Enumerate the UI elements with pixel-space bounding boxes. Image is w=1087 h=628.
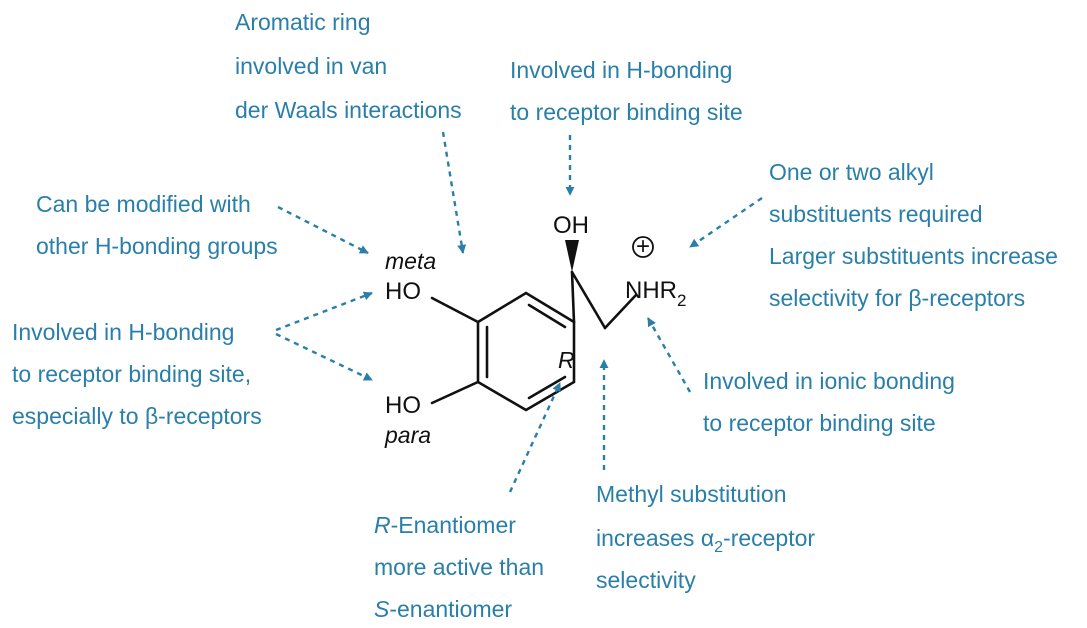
- bond-ch2-n: [603, 293, 638, 330]
- meta-label: meta: [385, 248, 436, 274]
- arrow-ionic: [646, 317, 692, 393]
- bond-ring-ho-meta: [430, 296, 480, 324]
- methyl-substitution-note: Methyl substitution increases α2-recepto…: [596, 481, 821, 593]
- arrow-ho-para: [275, 332, 373, 382]
- bond-ring-cho: [570, 270, 576, 324]
- nhr2-label: NHR2: [625, 277, 686, 310]
- oh-label: OH: [553, 212, 589, 239]
- bond-cho-ch2: [570, 270, 607, 330]
- arrow-aromatic-ring: [441, 131, 467, 254]
- alkyl-substituents-note: One or two alkyl substituents required L…: [769, 159, 1064, 311]
- ionic-bonding-note: Involved in ionic bonding to receptor bi…: [703, 368, 961, 436]
- arrow-ho-meta: [275, 291, 373, 332]
- positive-charge-icon: +: [632, 233, 654, 260]
- enantiomer-note: R-Enantiomer more active than S-enantiom…: [374, 512, 550, 622]
- annotation-arrows: [275, 131, 763, 493]
- ho-meta-label: HO: [385, 278, 421, 305]
- oh-hbond-note: Involved in H-bonding to receptor bindin…: [510, 57, 743, 125]
- bond-ring-ho-para: [430, 380, 480, 405]
- arrow-enantiomer: [508, 382, 562, 493]
- svg-text:+: +: [636, 233, 650, 260]
- para-label: para: [384, 422, 431, 448]
- r-stereo-label: R: [558, 347, 575, 373]
- arrow-modified: [277, 205, 369, 255]
- arrow-alkyl: [689, 197, 763, 248]
- ho-hbond-note: Involved in H-bonding to receptor bindin…: [12, 319, 262, 429]
- aromatic-ring-note: Aromatic ring involved in van der Waals …: [235, 9, 462, 123]
- wedge-bond-oh: [565, 240, 579, 272]
- ho-para-label: HO: [385, 392, 421, 419]
- modified-groups-note: Can be modified with other H-bonding gro…: [36, 191, 278, 259]
